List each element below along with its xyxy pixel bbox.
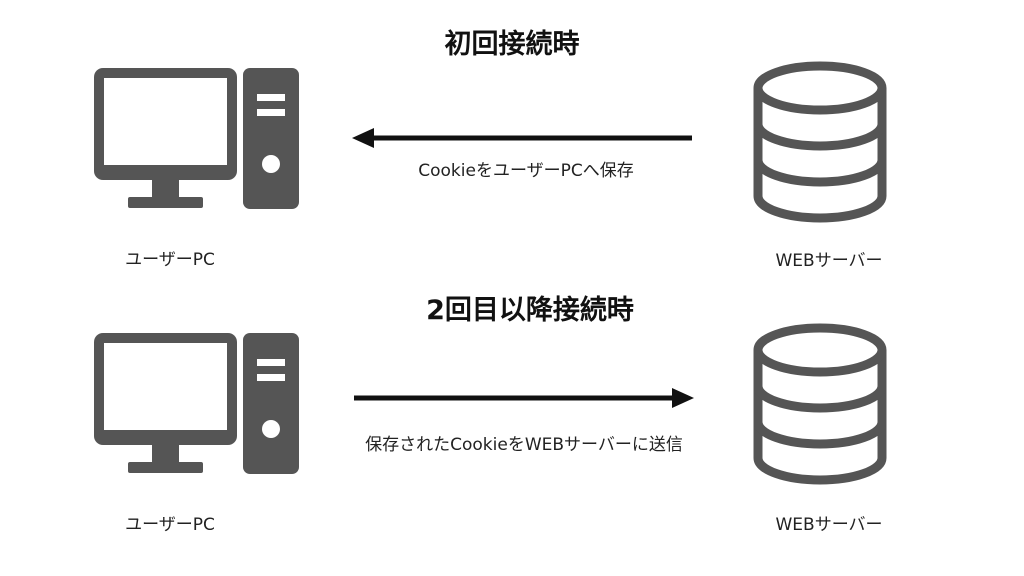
- section-1-heading: 初回接続時: [444, 29, 580, 60]
- section-1-client-label: ユーザーPC: [125, 250, 215, 270]
- desktop-pc-icon: [94, 68, 299, 209]
- desktop-pc-icon: [94, 333, 299, 474]
- section-2-client-label: ユーザーPC: [125, 515, 215, 535]
- database-server-icon: [753, 323, 887, 485]
- section-2-right-arrow: [354, 388, 694, 408]
- section-2-heading: 2回目以降接続時: [426, 295, 634, 326]
- section-2-arrow-label: 保存されたCookieをWEBサーバーに送信: [365, 435, 683, 455]
- section-1-left-arrow: [352, 128, 692, 148]
- section-2-server-label: WEBサーバー: [775, 515, 883, 535]
- section-1-arrow-label: CookieをユーザーPCへ保存: [418, 161, 634, 181]
- section-1-server-label: WEBサーバー: [775, 251, 883, 271]
- database-server-icon: [753, 61, 887, 223]
